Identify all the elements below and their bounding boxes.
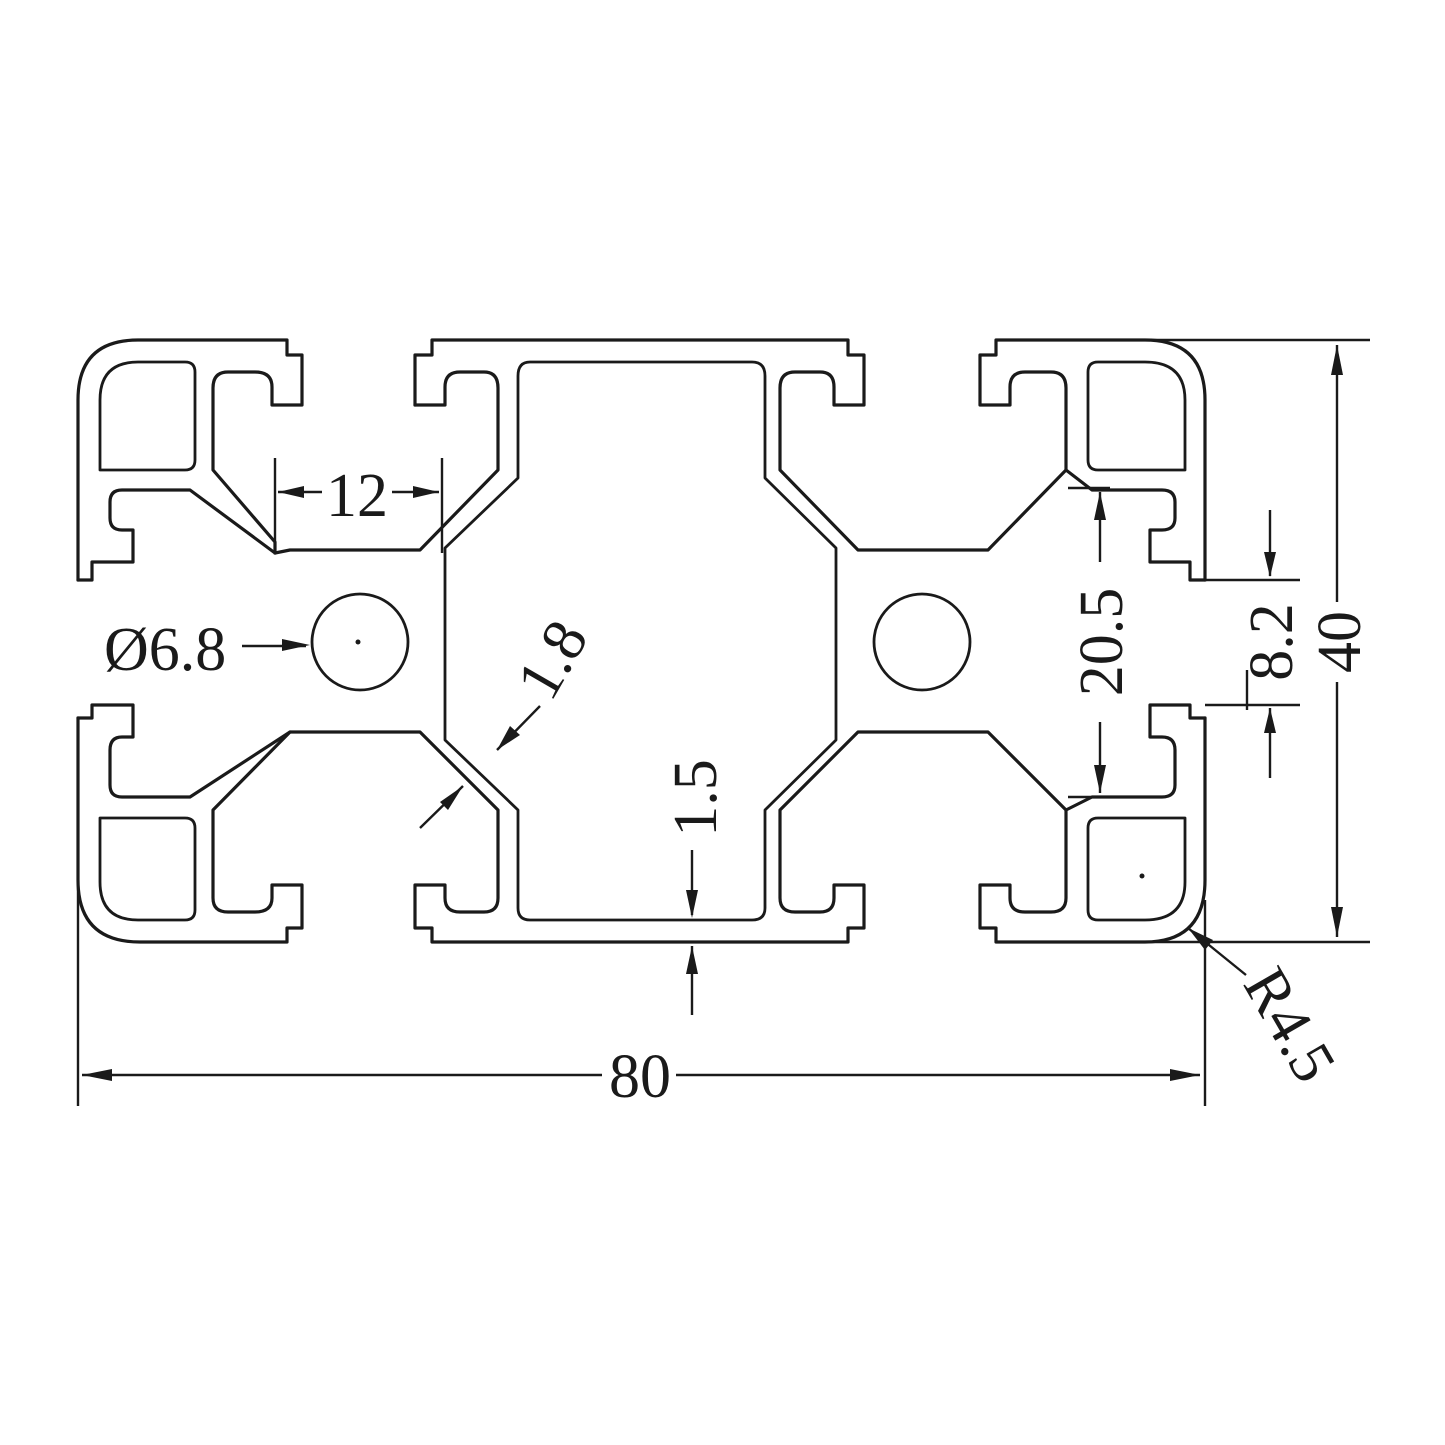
dim-slot-width: 8.2 (1205, 510, 1306, 778)
dim-wall-thickness: 1.5 (662, 759, 730, 1015)
corner-center-mark (1139, 873, 1145, 879)
hole-center-mark (355, 639, 361, 645)
dim-web-thickness: 1.8 (419, 609, 602, 829)
dim-width: 80 (76, 885, 1207, 1111)
corner-cavities (98, 360, 1187, 922)
dim-wall-thickness-label: 1.5 (662, 759, 730, 837)
dim-slot-depth: 20.5 (1068, 486, 1136, 799)
center-cavity (443, 360, 838, 922)
dim-slot-opening-label: 12 (326, 462, 388, 530)
center-holes (310, 592, 1145, 879)
profile-outline (76, 338, 1207, 944)
dim-corner-radius: R4.5 (1187, 927, 1348, 1094)
dim-slot-opening: 12 (273, 458, 444, 553)
dim-center-hole-label: Ø6.8 (104, 616, 226, 684)
dim-height-label: 40 (1306, 611, 1374, 673)
dim-center-hole: Ø6.8 (104, 616, 310, 684)
dim-slot-width-label: 8.2 (1238, 603, 1306, 681)
dim-height: 40 (1145, 338, 1374, 944)
dim-slot-depth-label: 20.5 (1068, 588, 1136, 697)
dim-corner-radius-label: R4.5 (1230, 957, 1348, 1094)
dim-web-thickness-label: 1.8 (504, 609, 602, 710)
dim-width-label: 80 (609, 1043, 671, 1111)
